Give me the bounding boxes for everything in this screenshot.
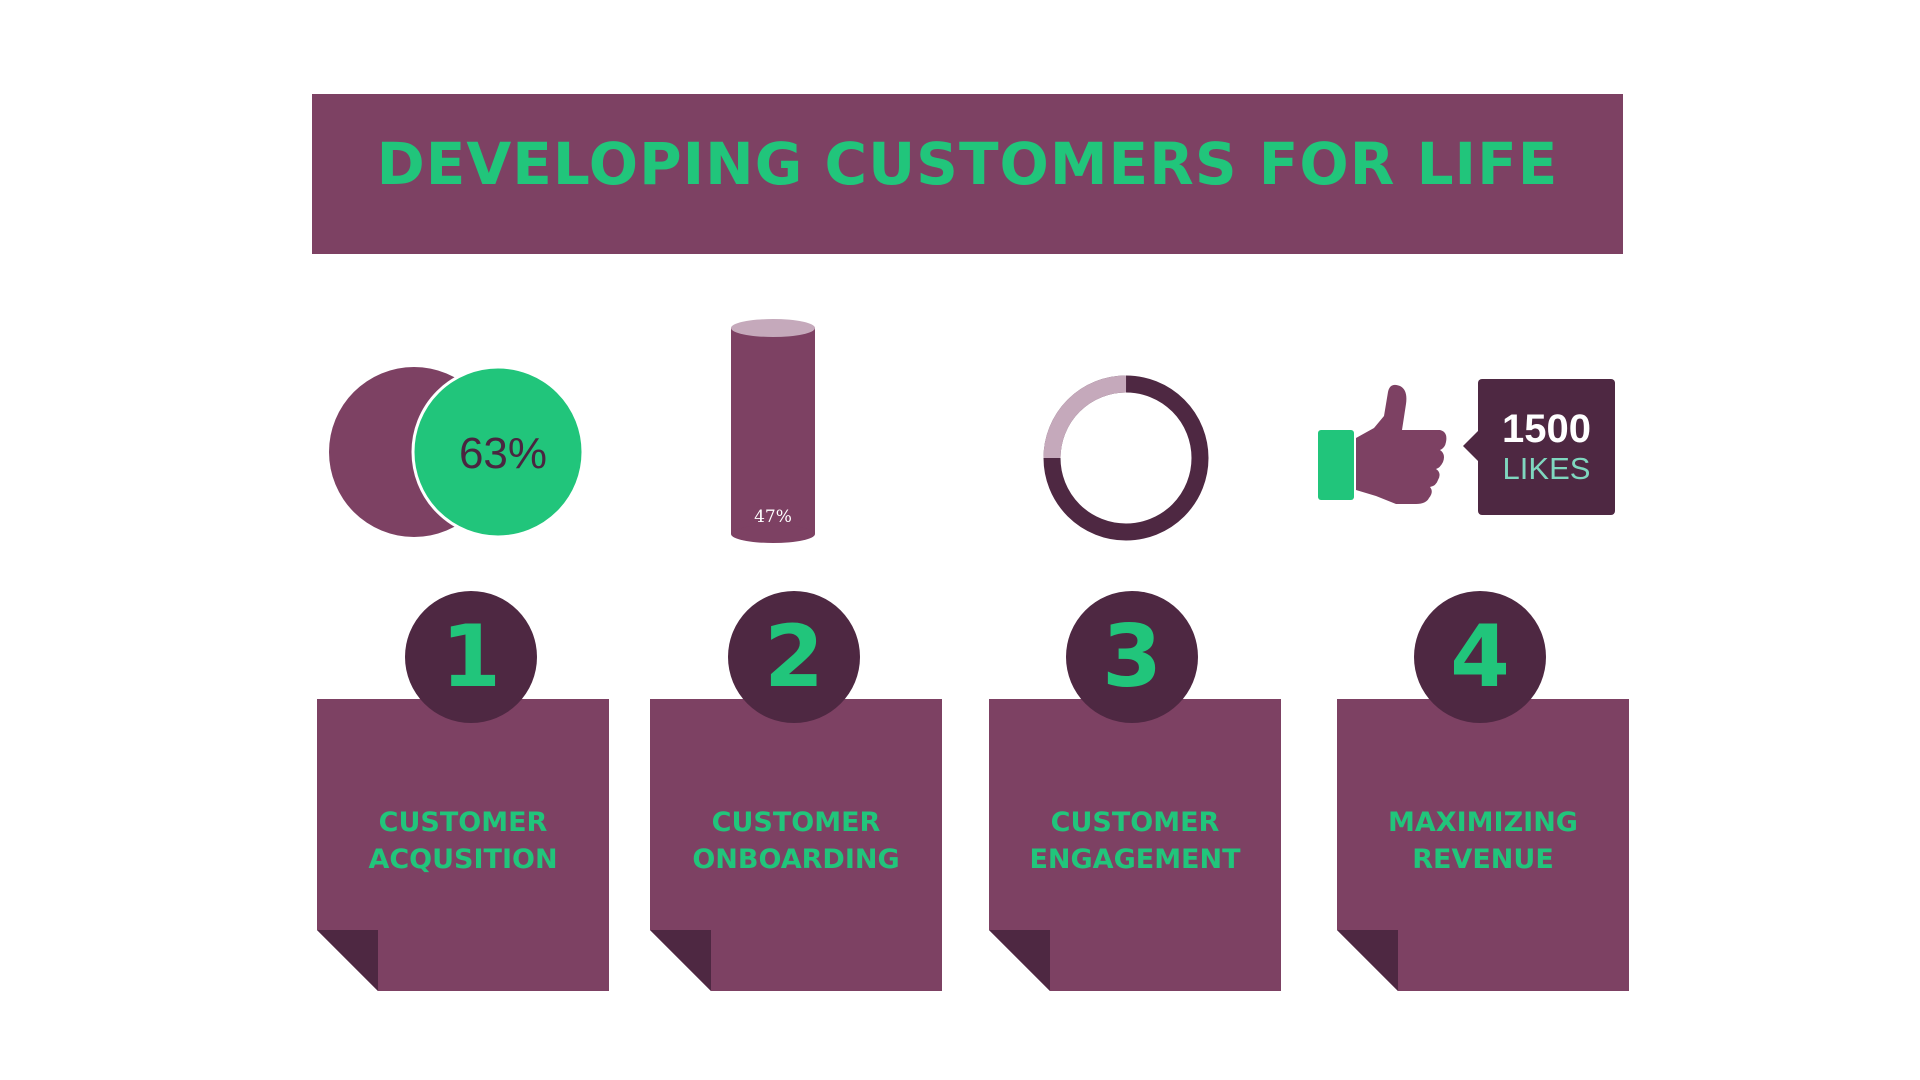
step-label-line1: CUSTOMER <box>1050 807 1220 838</box>
likes-callout: 1500 LIKES <box>1478 379 1615 515</box>
page-title: DEVELOPING CUSTOMERS FOR LIFE <box>376 130 1559 198</box>
step-card-4: MAXIMIZING REVENUE <box>1337 699 1629 991</box>
step-label-line2: ENGAGEMENT <box>1029 844 1241 875</box>
step-label-line1: CUSTOMER <box>378 807 548 838</box>
thumb-hand <box>1356 384 1447 504</box>
step-badge-1: 1 <box>405 591 537 723</box>
title-banner: DEVELOPING CUSTOMERS FOR LIFE <box>312 94 1623 254</box>
step-label: CUSTOMER ENGAGEMENT <box>989 804 1281 878</box>
venn-percent: 63% <box>459 429 547 478</box>
step-number: 2 <box>764 607 824 707</box>
step-label-line1: MAXIMIZING <box>1388 807 1578 838</box>
likes-pointer <box>1463 430 1479 462</box>
step-card-1: CUSTOMER ACQUSITION <box>317 699 609 991</box>
venn-green-circle <box>411 365 585 539</box>
likes-label: LIKES <box>1502 451 1591 486</box>
step-badge-2: 2 <box>728 591 860 723</box>
step-number: 1 <box>441 607 501 707</box>
step-number: 3 <box>1102 607 1162 707</box>
step-badge-3: 3 <box>1066 591 1198 723</box>
step-number: 4 <box>1450 607 1510 707</box>
card-shape <box>1337 699 1629 991</box>
cylinder-bottom <box>731 525 815 543</box>
cylinder-body <box>731 328 815 534</box>
step-card-3: CUSTOMER ENGAGEMENT <box>989 699 1281 991</box>
step-card-2: CUSTOMER ONBOARDING <box>650 699 942 991</box>
thumbs-up-icon <box>1318 384 1447 504</box>
step-label: CUSTOMER ACQUSITION <box>317 804 609 878</box>
card-shape <box>317 699 609 991</box>
step-label-line2: ONBOARDING <box>692 844 900 875</box>
step-label: CUSTOMER ONBOARDING <box>650 804 942 878</box>
cylinder-percent: 47% <box>754 507 792 527</box>
step-label: MAXIMIZING REVENUE <box>1337 804 1629 878</box>
step-badge-4: 4 <box>1414 591 1546 723</box>
donut-chart <box>1043 375 1209 541</box>
card-shape <box>989 699 1281 991</box>
cylinder-chart: 47% <box>731 319 815 543</box>
step-label-line1: CUSTOMER <box>711 807 881 838</box>
venn-diagram: 63% <box>329 365 585 539</box>
thumb-cuff <box>1318 430 1354 500</box>
card-shape <box>650 699 942 991</box>
step-label-line2: REVENUE <box>1412 844 1554 875</box>
likes-count: 1500 <box>1502 407 1591 451</box>
cylinder-top <box>731 319 815 337</box>
step-label-line2: ACQUSITION <box>368 844 558 875</box>
donut-highlight-arc <box>1043 375 1209 541</box>
